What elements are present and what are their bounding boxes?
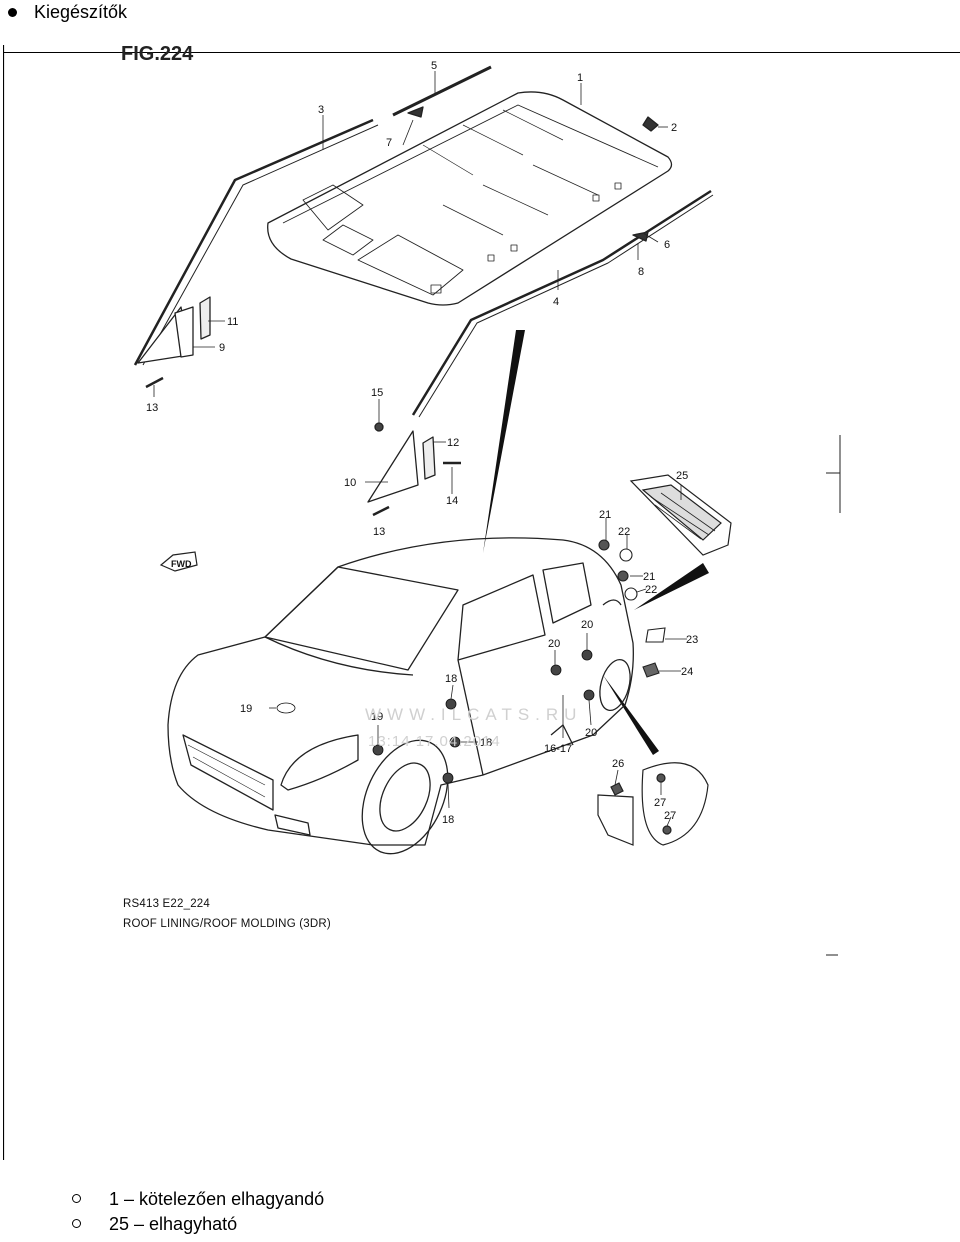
clip-15 — [374, 422, 384, 432]
note-text: 25 – elhagyható — [109, 1213, 238, 1234]
pointer-wedge-door — [603, 675, 659, 755]
clip-20-a — [550, 664, 562, 676]
callout-26: 26 — [612, 758, 624, 770]
watermark-time: 13:14 17.04.2014 — [368, 733, 501, 750]
pillar-trim-11 — [199, 296, 211, 340]
callout-15: 15 — [371, 387, 383, 399]
callout-7: 7 — [386, 137, 392, 149]
circle-bullet-icon — [72, 1194, 81, 1203]
callout-27-bottom: 27 — [664, 810, 676, 822]
callout-21-bottom: 21 — [643, 571, 655, 583]
callout-22-bottom: 22 — [645, 584, 657, 596]
molding-top-5 — [392, 65, 492, 117]
molding-right-front — [411, 189, 712, 416]
roof-lining-panel — [267, 91, 673, 306]
note-text: 1 – kötelezően elhagyandó — [109, 1188, 325, 1209]
callout-20-a: 20 — [548, 638, 560, 650]
svg-text:FWD: FWD — [171, 559, 192, 569]
callout-23: 23 — [686, 634, 698, 646]
callout-25: 25 — [676, 470, 688, 482]
callout-18-lower: 18 — [442, 814, 454, 826]
clip-18-middle — [449, 736, 461, 748]
callout-5: 5 — [431, 60, 437, 72]
note-item: 25 – elhagyható — [72, 1211, 324, 1236]
heading-text: Kiegészítők — [34, 1, 128, 22]
callout-27-top: 27 — [654, 797, 666, 809]
clip-part-7 — [407, 106, 424, 118]
callout-10: 10 — [344, 477, 356, 489]
clip-21-bottom — [617, 570, 629, 582]
clip-20-b — [581, 649, 593, 661]
ring-22-bottom — [624, 587, 638, 601]
callout-19-side: 19 — [371, 711, 383, 723]
parts-diagram: FIG.224 — [3, 45, 960, 1160]
callout-18-upper: 18 — [445, 673, 457, 685]
section-heading: Kiegészítők — [8, 0, 127, 24]
callout-20-c: 20 — [585, 727, 597, 739]
callout-13-bottom: 13 — [373, 526, 385, 538]
callout-12: 12 — [447, 437, 459, 449]
ring-22-top — [619, 548, 633, 562]
vent-grille-25 — [629, 474, 732, 556]
circle-bullet-icon — [72, 1219, 81, 1228]
pointer-wedge-vent — [634, 563, 709, 610]
fwd-arrow: FWD — [159, 551, 198, 572]
callout-4: 4 — [553, 296, 559, 308]
caption-title: ROOF LINING/ROOF MOLDING (3DR) — [123, 918, 331, 930]
callout-6: 6 — [664, 239, 670, 251]
figure-title: FIG.224 — [121, 45, 194, 65]
bullet-icon — [8, 7, 17, 17]
grommet-19-front — [276, 702, 296, 714]
callout-21-top: 21 — [599, 509, 611, 521]
clip-24 — [642, 662, 660, 678]
clip-13-top — [145, 376, 164, 389]
callout-14: 14 — [446, 495, 458, 507]
fuel-lid-assembly — [597, 762, 709, 846]
clip-21-top — [598, 539, 610, 551]
callout-11: 11 — [227, 316, 238, 328]
pillar-trim-10 — [367, 430, 419, 503]
callout-24: 24 — [681, 666, 693, 678]
pillar-trim-12 — [422, 436, 436, 480]
callout-9: 9 — [219, 342, 225, 354]
callout-13-top: 13 — [146, 402, 158, 414]
clip-part-2 — [642, 116, 659, 132]
callout-3: 3 — [318, 104, 324, 116]
callout-22-top: 22 — [618, 526, 630, 538]
callout-8: 8 — [638, 266, 644, 278]
callout-1: 1 — [577, 72, 583, 84]
clip-18-lower — [442, 772, 454, 784]
callout-labels: 1 2 3 4 5 6 7 8 9 10 11 12 13 13 14 15 1… — [146, 60, 698, 826]
callout-2: 2 — [671, 122, 677, 134]
pointer-wedge-roof — [483, 330, 525, 553]
clip-20-c — [583, 689, 595, 701]
note-item: 1 – kötelezően elhagyandó — [72, 1186, 324, 1211]
callout-19-front: 19 — [240, 703, 252, 715]
callout-20-b: 20 — [581, 619, 593, 631]
notes-list: 1 – kötelezően elhagyandó 25 – elhagyhat… — [72, 1186, 324, 1236]
car-body — [167, 537, 634, 855]
watermark-url: WWW.ILCATS.RU — [365, 705, 582, 724]
callout-16-17: 16-17 — [544, 743, 572, 755]
molding-left-rear — [133, 118, 374, 366]
pad-23 — [645, 627, 666, 643]
clip-part-8 — [632, 231, 649, 242]
clip-13-bottom — [372, 505, 390, 517]
callout-18-middle: 18 — [480, 737, 492, 749]
caption-code: RS413 E22_224 — [123, 898, 210, 910]
